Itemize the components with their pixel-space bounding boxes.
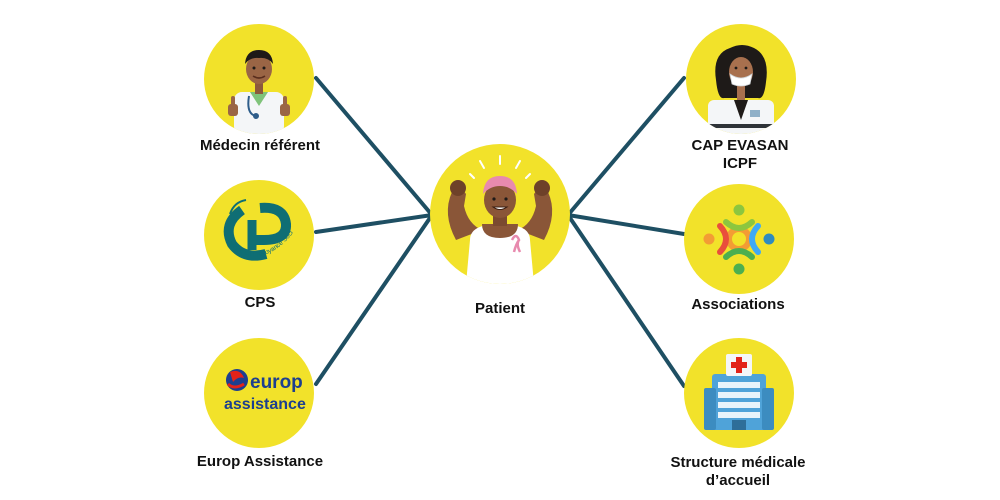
associations-label: Associations — [691, 296, 785, 313]
hospital-icon — [704, 354, 774, 430]
connector-associations — [566, 213, 686, 236]
capevasan-node — [686, 24, 796, 134]
medecin-node — [204, 24, 314, 134]
patient-node — [430, 144, 570, 284]
connector-structure — [566, 213, 686, 388]
cps-node: Caisse de Prévoyance Sociale — [204, 180, 314, 290]
capevasan-label-line2: ICPF — [722, 155, 758, 172]
cps-label: CPS — [244, 294, 276, 311]
connector-europ — [314, 213, 434, 386]
europ-label: Europ Assistance — [196, 453, 324, 470]
structure-node — [684, 338, 794, 448]
patient-icon — [447, 155, 553, 284]
cps-logo-icon: Caisse de Prévoyance Sociale — [204, 180, 295, 261]
capevasan-label-line1: CAP EVASAN — [691, 137, 789, 154]
doctor-icon — [228, 50, 290, 134]
connector-medecin — [314, 76, 434, 217]
female-doctor-icon — [698, 45, 784, 134]
europ-logo-text-2: assistance — [224, 396, 306, 413]
connector-capevasan — [566, 76, 686, 217]
structure-label-line1: Structure médicale — [670, 454, 806, 471]
structure-label-line2: d’accueil — [705, 472, 771, 489]
associations-icon — [703, 204, 775, 275]
patient-label: Patient — [474, 300, 525, 317]
europ-node: europ assistance — [204, 338, 314, 448]
medecin-label: Médecin référent — [199, 137, 321, 154]
associations-node — [684, 184, 794, 294]
connector-cps — [314, 213, 434, 234]
europ-assistance-logo-icon: europ assistance — [224, 369, 306, 413]
europ-logo-text-1: europ — [250, 372, 303, 393]
